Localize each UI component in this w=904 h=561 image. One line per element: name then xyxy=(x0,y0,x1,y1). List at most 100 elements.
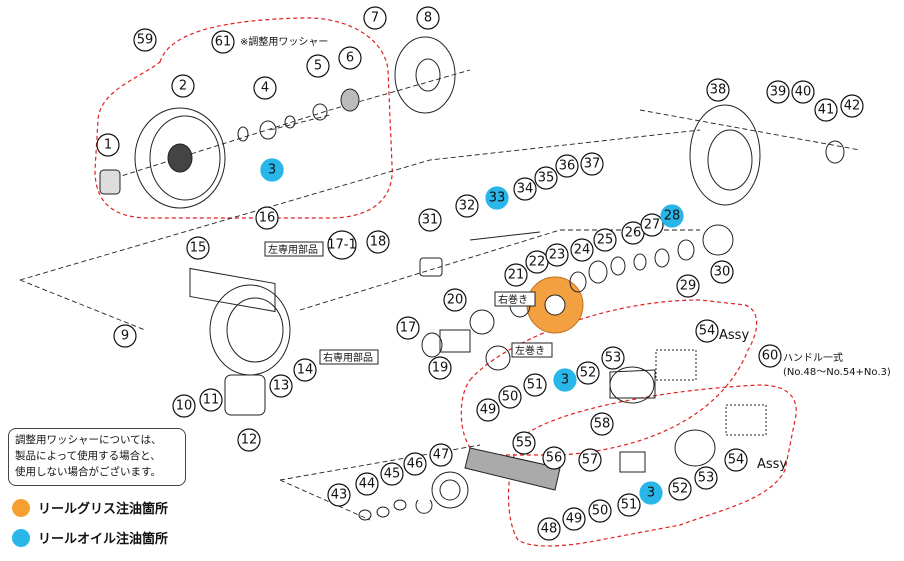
part-callout-number: 2 xyxy=(179,79,187,94)
part-callout-circle xyxy=(545,243,569,267)
part-callout-48: 48 xyxy=(537,517,561,541)
part-callout-7: 7 xyxy=(363,6,387,30)
part-callout-number: 17 xyxy=(400,321,417,336)
part-callout-circle xyxy=(363,6,387,30)
part-callout-circle xyxy=(588,499,612,523)
part-callout-17-1: 17-1 xyxy=(327,230,357,260)
part-callout-26: 26 xyxy=(621,221,645,245)
part-callout-53: 53 xyxy=(601,346,625,370)
part-19 xyxy=(421,329,471,358)
part-callout-6: 6 xyxy=(338,46,362,70)
part-34 xyxy=(469,231,541,241)
part-callout-number: 49 xyxy=(480,403,497,418)
hidari-maki-label: 左巻き xyxy=(515,344,545,357)
part-callout-18: 18 xyxy=(366,230,390,254)
part-callout-9: 9 xyxy=(113,324,137,348)
part-callout-number: 1 xyxy=(104,138,112,153)
part-callout-circle xyxy=(840,94,864,118)
part-callout-number: 39 xyxy=(770,85,787,100)
assy-bottom-label: Assy xyxy=(757,457,787,472)
part-callout-20: 20 xyxy=(443,288,467,312)
left-only-label: 左専用部品 xyxy=(268,243,318,256)
handle-sub-label: (No.48〜No.54+No.3) xyxy=(783,367,891,378)
part-callout-circle xyxy=(380,462,404,486)
part-callout-circle xyxy=(555,154,579,178)
part-callout-circle xyxy=(306,54,330,78)
part-54-assy-lower xyxy=(725,404,767,436)
part-callout-51: 51 xyxy=(617,493,641,517)
part-star-drag-30 xyxy=(702,224,734,256)
part-side-plate-8 xyxy=(394,36,456,114)
part-callout-56: 56 xyxy=(542,446,566,470)
part-callout-circle xyxy=(237,428,261,452)
part-callout-number: 3 xyxy=(561,373,569,388)
part-callout-number: 61 xyxy=(215,35,232,50)
part-callout-32: 32 xyxy=(455,194,479,218)
part-callout-number: 30 xyxy=(714,265,731,280)
part-callout-number: 33 xyxy=(489,191,506,206)
part-callout-circle xyxy=(570,238,594,262)
washer-note: 調整用ワッシャーについては、 製品によって使用する場合と、 使用しない場合がござ… xyxy=(8,428,186,486)
part-knob-1 xyxy=(99,169,121,195)
part-callout-53: 53 xyxy=(694,466,718,490)
part-callout-number: 40 xyxy=(795,85,812,100)
washer-note-61-label: ※調整用ワッシャー xyxy=(240,35,328,48)
text-labels: ※調整用ワッシャー 左専用部品 右専用部品 右巻き 左巻き Assy Assy … xyxy=(240,35,891,472)
part-frame-14 xyxy=(209,284,291,376)
part-callout-number: 55 xyxy=(516,436,533,451)
part-callout-44: 44 xyxy=(355,472,379,496)
part-callout-circle xyxy=(327,483,351,507)
part-callout-17: 17 xyxy=(396,316,420,340)
migi-maki-label: 右巻き xyxy=(498,293,528,306)
part-callout-47: 47 xyxy=(429,443,453,467)
part-callout-number: 18 xyxy=(370,235,387,250)
part-callout-number: 11 xyxy=(203,393,220,408)
part-callout-number: 24 xyxy=(574,243,591,258)
part-callout-30: 30 xyxy=(710,260,734,284)
part-callout-circle xyxy=(396,316,420,340)
part-callout-11: 11 xyxy=(199,388,223,412)
part-callout-number: 34 xyxy=(517,182,534,197)
part-callout-38: 38 xyxy=(706,78,730,102)
part-callout-59: 59 xyxy=(133,28,157,52)
part-callout-8: 8 xyxy=(416,6,440,30)
part-callout-5: 5 xyxy=(306,54,330,78)
part-callout-number: 46 xyxy=(407,457,424,472)
part-callout-55: 55 xyxy=(512,431,536,455)
part-callout-33: 33 xyxy=(485,186,509,210)
part-callout-number: 36 xyxy=(559,159,576,174)
part-callout-number: 54 xyxy=(699,324,716,339)
part-callout-circle xyxy=(710,260,734,284)
part-callout-52: 52 xyxy=(576,361,600,385)
part-callout-circle xyxy=(133,28,157,52)
part-callout-circle xyxy=(199,388,223,412)
part-spool xyxy=(134,107,226,209)
part-foot-12 xyxy=(224,374,266,416)
migi-maki-box xyxy=(494,291,536,307)
part-callout-number: 17-1 xyxy=(327,238,357,253)
part-callout-12: 12 xyxy=(237,428,261,452)
part-callout-number: 60 xyxy=(762,349,779,364)
part-callout-number: 47 xyxy=(433,448,450,463)
part-callout-circle xyxy=(534,166,558,190)
part-54-assy-upper xyxy=(655,349,697,381)
part-callout-28: 28 xyxy=(660,204,684,228)
part-callout-circle xyxy=(338,46,362,70)
part-callout-61: 61 xyxy=(211,30,235,54)
part-callout-circle xyxy=(537,517,561,541)
part-47 xyxy=(431,471,469,509)
part-cap-41 xyxy=(825,140,845,164)
part-callout-58: 58 xyxy=(590,412,614,436)
part-callout-number: 35 xyxy=(538,171,555,186)
part-callout-circle xyxy=(366,230,390,254)
part-callout-number: 45 xyxy=(384,467,401,482)
part-callout-45: 45 xyxy=(380,462,404,486)
note-line-1: 調整用ワッシャーについては、 xyxy=(15,434,162,446)
grease-dot-icon xyxy=(12,498,30,517)
part-callout-number: 3 xyxy=(268,163,276,178)
part-callout-circle xyxy=(640,213,664,237)
part-callout-circle xyxy=(617,493,641,517)
part-callout-number: 50 xyxy=(502,390,519,405)
part-gear-left xyxy=(485,345,511,371)
